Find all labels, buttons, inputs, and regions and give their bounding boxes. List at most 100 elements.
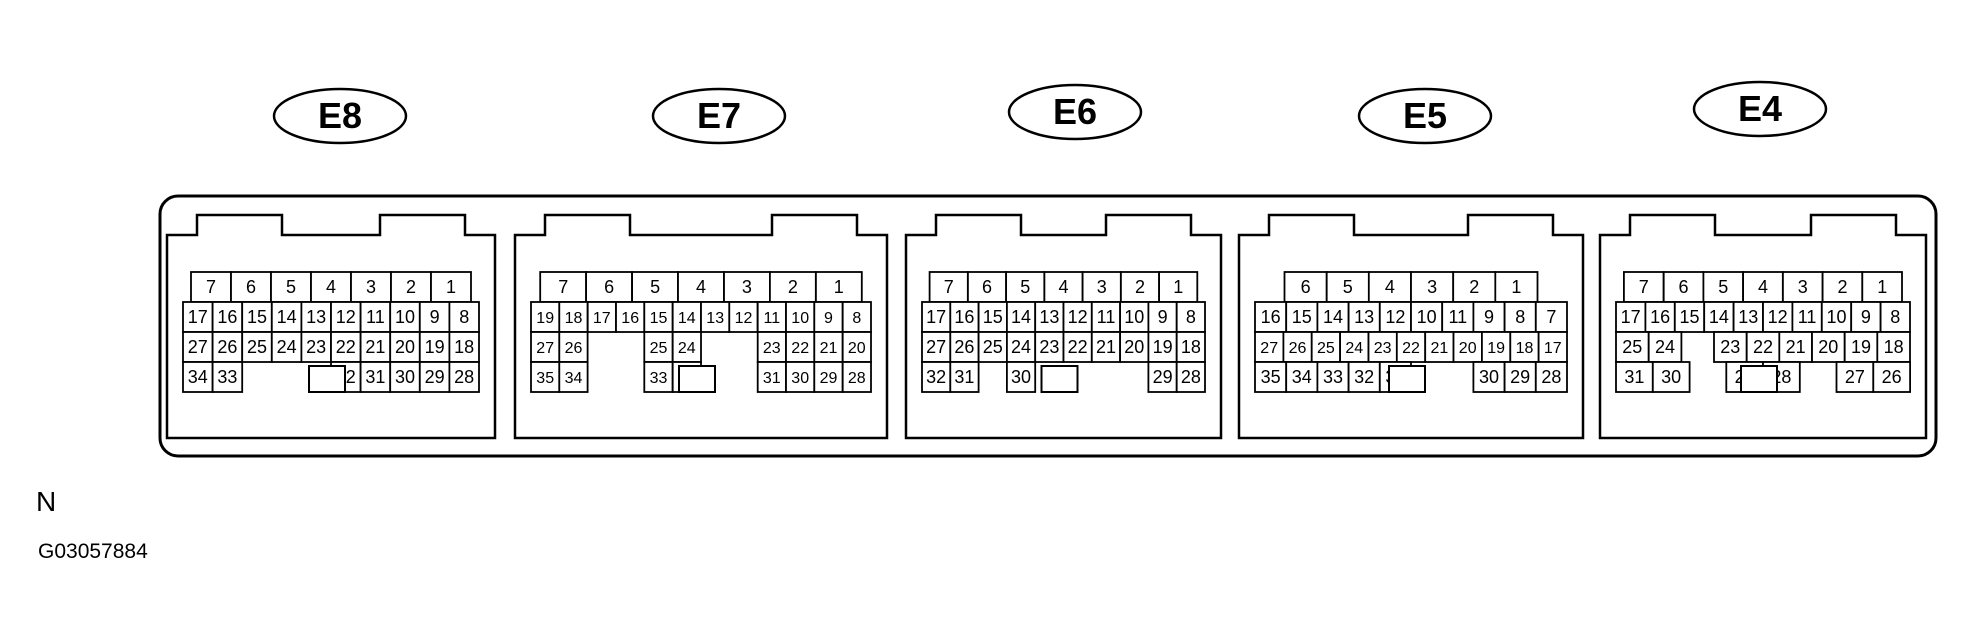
pin-number: 23	[1374, 340, 1392, 357]
pin-cell	[1043, 271, 1084, 303]
pin-number: 2	[1469, 277, 1479, 297]
pin-number: 5	[650, 277, 660, 297]
pin-cell	[921, 301, 952, 333]
pin-cell	[1861, 271, 1903, 303]
pin-number: 9	[824, 310, 833, 327]
pin-number: 10	[1826, 307, 1846, 327]
pin-cell	[1481, 331, 1512, 363]
pin-number: 20	[1818, 337, 1838, 357]
pin-number: 8	[459, 307, 469, 327]
pin-number: 11	[1097, 307, 1116, 327]
pin-number: 2	[1135, 277, 1145, 297]
pin-number: 11	[1798, 307, 1817, 327]
pin-number: 29	[1510, 367, 1530, 387]
pin-number: 5	[286, 277, 296, 297]
pin-number: 9	[1861, 307, 1871, 327]
connector-key	[678, 365, 716, 393]
pin-number: 3	[742, 277, 752, 297]
connector-outline	[1237, 213, 1585, 440]
pin-cell	[949, 331, 980, 363]
connector-label: E7	[697, 95, 741, 136]
pin-number: 20	[395, 337, 415, 357]
pin-number: 14	[1323, 307, 1343, 327]
pin-number: 24	[277, 337, 297, 357]
pin-number: 33	[217, 367, 237, 387]
pin-number: 30	[1661, 367, 1681, 387]
pin-number: 30	[395, 367, 415, 387]
pin-number: 27	[1260, 340, 1278, 357]
pin-number: 21	[1786, 337, 1806, 357]
pin-number: 27	[926, 337, 946, 357]
pin-cell	[728, 301, 759, 333]
pin-number: 15	[650, 310, 668, 327]
pin-cell	[1452, 331, 1483, 363]
pin-number: 16	[621, 310, 639, 327]
pin-cell	[949, 361, 980, 393]
pin-cell	[539, 271, 588, 303]
pin-number: 4	[696, 277, 706, 297]
pin-number: 6	[982, 277, 992, 297]
pin-number: 22	[1402, 340, 1420, 357]
pin-number: 19	[425, 337, 445, 357]
pin-cell	[977, 301, 1008, 333]
pin-cell	[815, 271, 863, 303]
pin-number: 15	[1679, 307, 1699, 327]
pin-cell	[1006, 331, 1037, 363]
pin-number: 27	[1845, 367, 1865, 387]
pin-number: 11	[763, 310, 780, 327]
pin-number: 16	[1261, 307, 1281, 327]
pin-number: 28	[1541, 367, 1561, 387]
pin-cell	[1062, 331, 1093, 363]
pin-number: 23	[1039, 337, 1059, 357]
pin-cell	[530, 301, 561, 333]
pin-number: 4	[1385, 277, 1395, 297]
pin-number: 29	[820, 370, 838, 387]
pin-cell	[1615, 301, 1647, 333]
pin-cell	[558, 331, 589, 363]
pin-number: 9	[1484, 307, 1494, 327]
pin-cell	[241, 331, 273, 363]
pin-number: 12	[336, 307, 356, 327]
pin-cell	[1090, 331, 1122, 363]
pin-cell	[1872, 361, 1912, 393]
pin-cell	[1325, 271, 1370, 303]
pin-number: 5	[1020, 277, 1030, 297]
pin-cell	[643, 301, 674, 333]
pin-number: 26	[217, 337, 237, 357]
pin-number: 20	[1124, 337, 1144, 357]
pin-number: 21	[820, 340, 838, 357]
pin-cell	[643, 331, 674, 363]
pin-number: 24	[1655, 337, 1675, 357]
pin-number: 18	[1181, 337, 1201, 357]
pin-cell	[1762, 301, 1794, 333]
pin-number: 16	[954, 307, 974, 327]
pin-cell	[1395, 331, 1427, 363]
pin-number: 17	[1621, 307, 1641, 327]
pin-number: 35	[536, 370, 554, 387]
pin-cell	[1472, 361, 1506, 393]
pin-number: 28	[848, 370, 866, 387]
pin-cell	[785, 301, 816, 333]
connector-outline	[904, 213, 1223, 440]
pin-number: 35	[1261, 367, 1281, 387]
pin-number: 28	[454, 367, 474, 387]
pin-number: 11	[366, 307, 385, 327]
pin-number: 15	[1292, 307, 1312, 327]
pin-cell	[1410, 271, 1455, 303]
pin-number: 12	[1068, 307, 1088, 327]
pin-cell	[1347, 301, 1381, 333]
pin-number: 6	[604, 277, 614, 297]
pin-cell	[1835, 361, 1875, 393]
pin-cell	[841, 331, 872, 363]
pin-number: 19	[1851, 337, 1871, 357]
pin-number: 15	[247, 307, 267, 327]
pin-number: 15	[983, 307, 1003, 327]
pin-number: 10	[395, 307, 415, 327]
pin-cell	[1821, 271, 1864, 303]
pin-number: 32	[926, 367, 946, 387]
pin-number: 21	[1096, 337, 1116, 357]
connector-label-oval	[1692, 80, 1828, 138]
pin-cell	[586, 301, 617, 333]
pin-number: 4	[1758, 277, 1768, 297]
